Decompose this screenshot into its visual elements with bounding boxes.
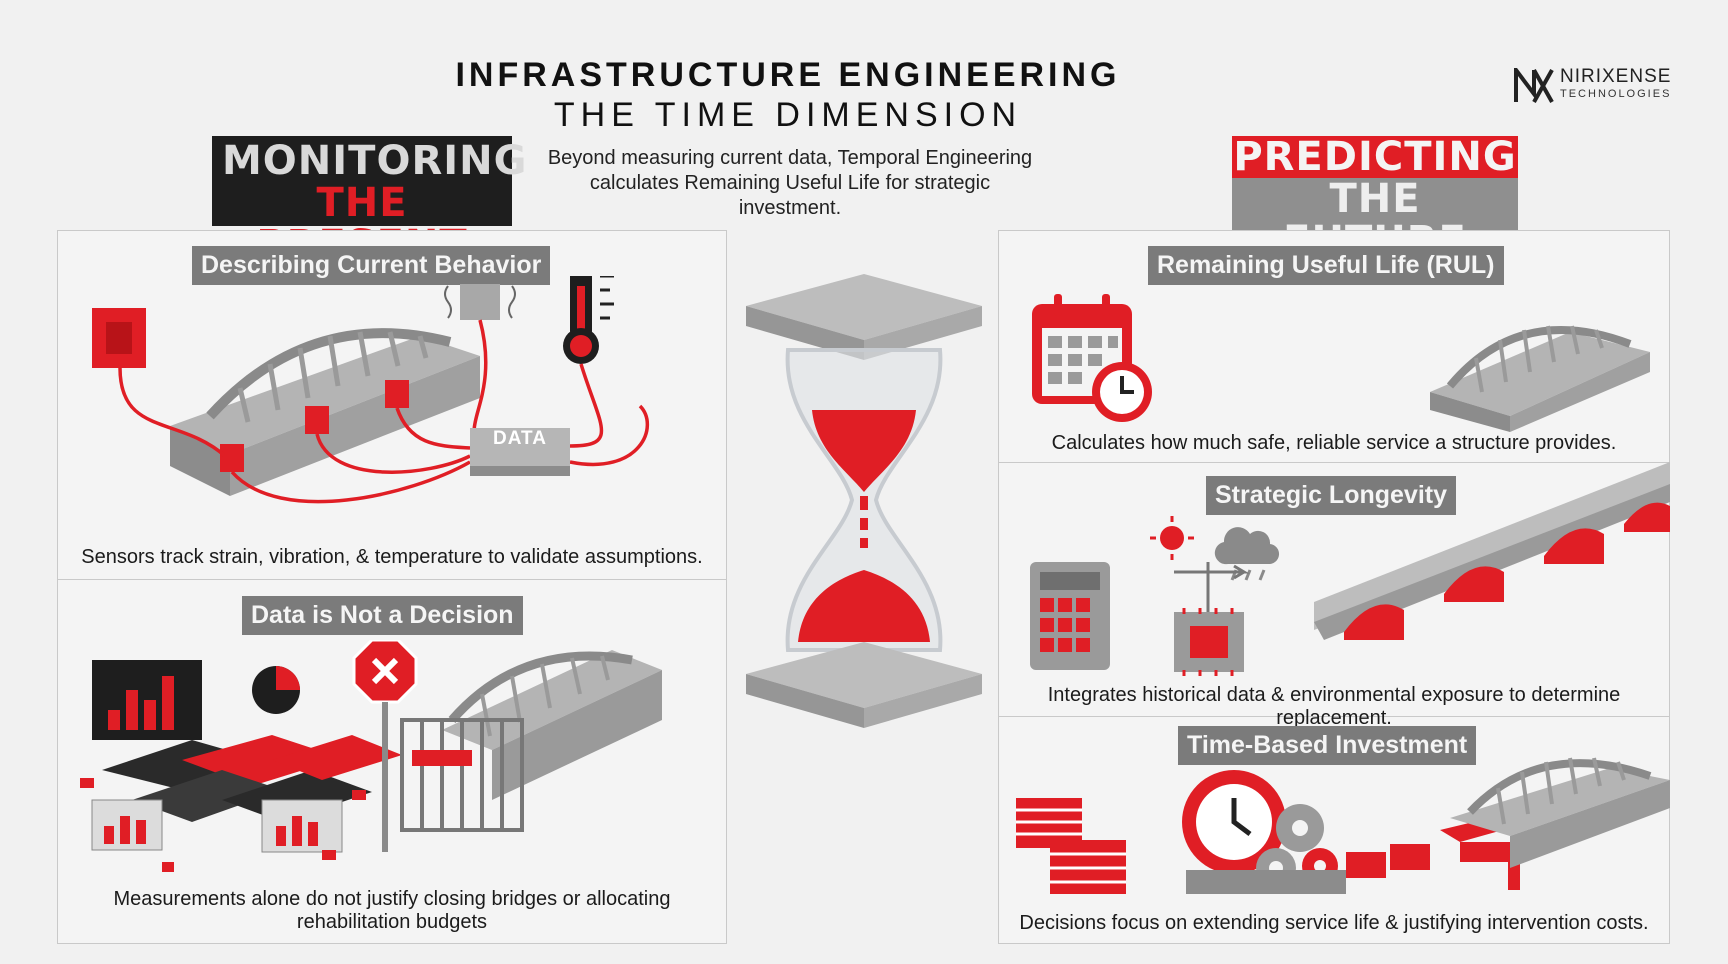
data-not-decision-label: Data is Not a Decision — [242, 596, 523, 635]
describing-behavior-label: Describing Current Behavior — [192, 246, 551, 285]
money-stack-icon — [1016, 798, 1126, 894]
sun-icon — [1160, 526, 1184, 550]
monitoring-heading-line-1: MONITORING — [222, 138, 528, 184]
sand-top-icon — [812, 410, 916, 492]
hourglass-illustration — [746, 274, 982, 728]
strategic-longevity-caption: Integrates historical data & environment… — [1047, 684, 1621, 729]
vibration-sensor-icon — [460, 284, 500, 320]
time-based-investment-caption: Decisions focus on extending service lif… — [1019, 912, 1649, 934]
strain-sensor-icon — [305, 406, 329, 434]
data-not-decision-caption-line-2: rehabilitation budgets — [296, 911, 488, 933]
rain-cloud-icon — [1214, 527, 1280, 565]
brand-name: NIRIXENSE — [1560, 66, 1672, 87]
strain-sensor-icon — [220, 444, 244, 472]
right-divider-2 — [998, 716, 1670, 717]
data-not-decision-caption: Measurements alone do not justify closin… — [57, 888, 727, 934]
longevity-illustration — [1030, 462, 1670, 676]
rul-caption: Calculates how much safe, reliable servi… — [1051, 432, 1617, 454]
monitoring-heading: MONITORING THE PRESENT — [212, 136, 528, 266]
intro-line-1: Beyond measuring current data, Temporal … — [547, 147, 1033, 169]
sand-bottom-icon — [798, 570, 930, 642]
sensor-bridge-illustration — [92, 276, 650, 504]
brand-tagline: TECHNOLOGIES — [1560, 88, 1672, 100]
predicting-heading: PREDICTING THE FUTURE — [1232, 134, 1518, 262]
data-hub-label: DATA — [493, 428, 547, 449]
data-not-decision-caption-line-1: Measurements alone do not justify closin… — [113, 888, 671, 910]
rul-illustration — [1032, 294, 1650, 432]
time-based-investment-label: Time-Based Investment — [1178, 726, 1477, 765]
brand-logo: NIRIXENSE TECHNOLOGIES — [1514, 66, 1724, 106]
intro-text: Beyond measuring current data, Temporal … — [540, 146, 1040, 221]
rul-label: Remaining Useful Life (RUL) — [1148, 246, 1504, 285]
strategic-longevity-label: Strategic Longevity — [1206, 476, 1456, 515]
page-subtitle: THE TIME DIMENSION — [553, 96, 1023, 134]
right-divider-1 — [998, 462, 1670, 463]
intro-line-2: calculates Remaining Useful Life for str… — [589, 172, 991, 219]
predicting-heading-line-1: PREDICTING — [1232, 134, 1518, 180]
page-title: INFRASTRUCTURE ENGINEERING — [455, 56, 1121, 94]
describing-behavior-caption: Sensors track strain, vibration, & tempe… — [81, 546, 703, 568]
brand-mark-icon — [1514, 68, 1554, 103]
closed-bridge-illustration — [80, 640, 662, 872]
strain-sensor-icon — [385, 380, 409, 408]
left-divider — [57, 579, 727, 580]
investment-illustration — [1016, 757, 1670, 894]
